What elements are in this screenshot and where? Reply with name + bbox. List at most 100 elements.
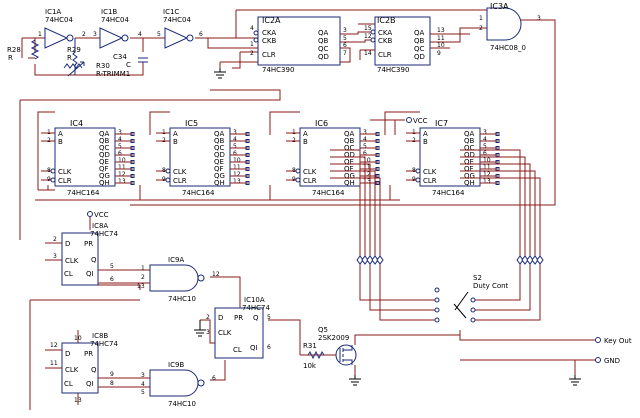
- resistor-r29: [72, 38, 78, 75]
- switch-contact: [434, 287, 440, 293]
- switch-s2-wiper: [453, 291, 469, 319]
- sr-output-terminal: [375, 139, 380, 143]
- sr-output-terminal: [245, 146, 250, 150]
- r29-value: R: [67, 54, 72, 62]
- ic2b-pin-qd: QD: [414, 53, 425, 61]
- shift-register-part: 74HC164: [312, 189, 345, 197]
- sr-pin-number: 3: [483, 129, 487, 136]
- sr-pin-label: QD: [214, 151, 225, 159]
- inverter-ic1a-bubble: [66, 34, 74, 42]
- switch-contact: [434, 307, 440, 313]
- sr-output-terminal: [495, 181, 500, 185]
- sr-pin-label: A: [173, 130, 178, 138]
- ic2b-box: [374, 16, 431, 66]
- ic8b-pin-pr: PR: [84, 350, 93, 358]
- nand-ic9b-bubble: [197, 379, 205, 387]
- sr-pin-label: QE: [464, 158, 474, 166]
- ic2a-num-qc: 6: [343, 42, 347, 49]
- sr-clk-bubble: [295, 168, 301, 174]
- diode-icon: [536, 255, 544, 265]
- sr-pin-label: A: [423, 130, 428, 138]
- ic2a-pin-ckb: CKB: [262, 37, 276, 45]
- ic1c-part: 74HC04: [163, 16, 192, 24]
- ground-icon: [214, 68, 226, 79]
- ic2b-part: 74HC390: [377, 66, 409, 74]
- ic2a-pin-cka: CKA: [262, 29, 276, 37]
- sr-pin-number: 4: [233, 136, 237, 143]
- ic1b-part: 74HC04: [101, 16, 130, 24]
- ic8a-num-q: 5: [110, 263, 114, 270]
- ic1b-pin-out: 4: [138, 31, 142, 38]
- sr-pin-label: QG: [214, 172, 225, 180]
- sr-pin-label: QG: [344, 172, 355, 180]
- sr-pin-number: 11: [118, 164, 126, 171]
- osc-wires: [21, 37, 208, 76]
- ic2b-cka-bubble: [370, 29, 376, 35]
- ic10a-num-q: 5: [267, 314, 271, 321]
- sr-pin-label: QE: [344, 158, 354, 166]
- sr-pin-label: QD: [464, 151, 475, 159]
- ic3a-pin-out: 3: [537, 15, 541, 22]
- ic3a-part: 74HC08_0: [490, 44, 526, 52]
- ic9a-part: 74HC10: [168, 295, 196, 303]
- ic2a-num-qb: 5: [343, 35, 347, 42]
- sr-pin-number: 12: [363, 171, 371, 178]
- ic2a-num-cka: 4: [250, 25, 254, 32]
- ic2b-pin-ckb: CKB: [378, 37, 392, 45]
- ic8b-num-d: 12: [50, 342, 58, 349]
- ic1b-ref: IC1B: [101, 8, 117, 16]
- switch-contact: [470, 317, 476, 323]
- diode-row: [356, 255, 544, 265]
- ic8b-ref: IC8B: [92, 332, 108, 340]
- nand-ic9a-bubble: [197, 274, 205, 282]
- counter-section: IC2A CKA CKB CLR QA QB QC QD 74HC390 4 1…: [130, 2, 556, 206]
- sr-output-terminal: [130, 181, 135, 185]
- ic10a-pin-qi: QI: [250, 344, 258, 352]
- sr-pin-label: QB: [99, 137, 110, 145]
- sr-pin-label: B: [173, 138, 178, 146]
- sr-pin-label: CLR: [173, 177, 187, 185]
- nand-gate-ic9b: [149, 369, 199, 397]
- ic8b-num-qi: 8: [110, 380, 114, 387]
- vcc2-label: VCC: [94, 211, 109, 219]
- ic8a-pin-q: Q: [91, 256, 97, 264]
- ic2a-pin-qd: QD: [318, 53, 329, 61]
- r28-value: R: [8, 54, 13, 62]
- ic8a-pin-qi: QI: [86, 270, 94, 278]
- sr-pin-label: CLK: [303, 168, 317, 176]
- ic9a-pin-13: 13: [137, 283, 145, 290]
- sr-pin-number: 10: [363, 157, 371, 164]
- inverter-ic1b: [99, 27, 124, 49]
- sr-pin-label: QG: [464, 172, 475, 180]
- ic1c-pin-in: 5: [157, 31, 161, 38]
- ic2a-pin-clr: CLR: [262, 51, 276, 59]
- trimmer-r30: [63, 63, 83, 69]
- sr-pin-label: QE: [214, 158, 224, 166]
- sr-pin-number: 12: [118, 171, 126, 178]
- vcc-terminal-icon: [406, 117, 412, 123]
- ground-icon: [349, 375, 361, 386]
- ic2b-num-qa: 13: [437, 27, 445, 34]
- ic2a-pin-qb: QB: [318, 37, 329, 45]
- sr-pin-label: QC: [464, 144, 475, 152]
- sr-pin-label: QE: [99, 158, 109, 166]
- sr-pin-number: 5: [118, 143, 122, 150]
- sr-pin-label: QF: [214, 165, 224, 173]
- shift-register-ref: IC7: [435, 119, 448, 128]
- r29-ref: R29: [67, 46, 81, 54]
- output-stage: R31 10k Q5 2SK2009 Key Out GND: [303, 326, 632, 386]
- sr-clr-bubble: [50, 177, 56, 183]
- q5-part: 2SK2009: [318, 334, 349, 342]
- ic2b-pin-qc: QC: [414, 45, 425, 53]
- sr-pin-number: 12: [483, 171, 491, 178]
- ic1a-pin-in: 1: [38, 31, 42, 38]
- sr-clk-bubble: [50, 168, 56, 174]
- selector-matrix: S2 Duty Cont: [330, 149, 544, 323]
- sr-output-terminal: [495, 139, 500, 143]
- sr-output-terminal: [130, 153, 135, 157]
- ic2a-pin-qa: QA: [318, 29, 329, 37]
- vcc-label: VCC: [413, 117, 428, 125]
- sr-pin-number: 4: [483, 136, 487, 143]
- shift-register-box: [169, 127, 231, 187]
